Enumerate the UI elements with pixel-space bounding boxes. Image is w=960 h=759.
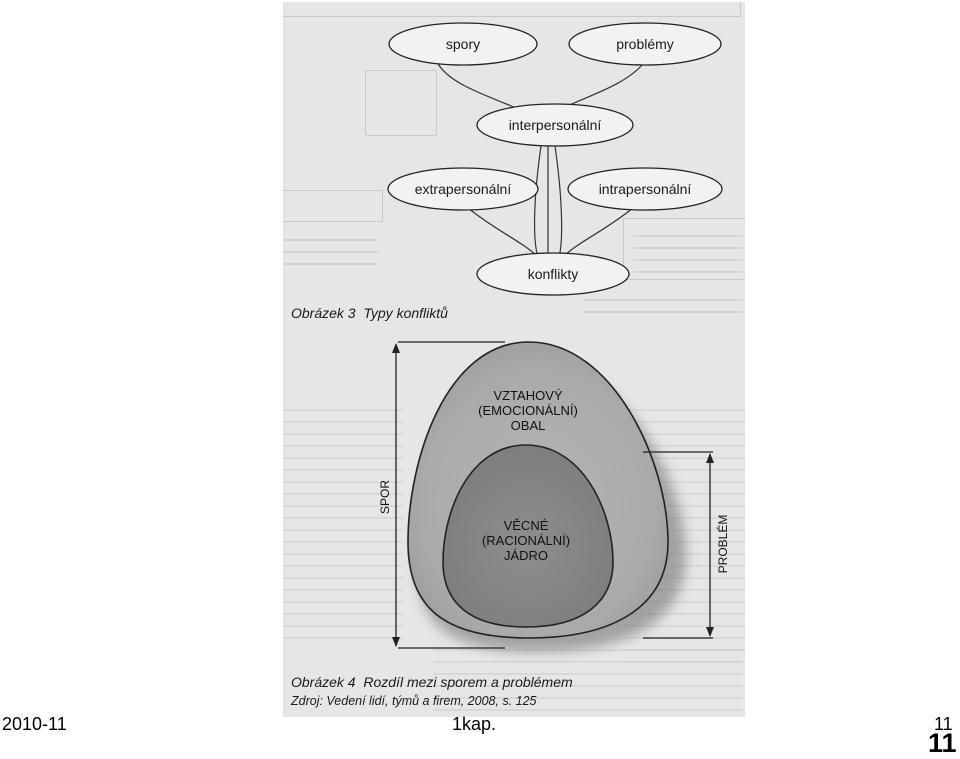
connector-intra — [562, 207, 634, 258]
figure4-egg: VZTAHOVÝ (EMOCIONÁLNÍ) OBAL VĚCNÉ (RACIO… — [407, 341, 686, 652]
ghost-text-4 — [283, 402, 403, 642]
outer-line-1: VZTAHOVÝ — [493, 388, 562, 403]
node-label-konflikty: konflikty — [528, 266, 579, 282]
connector-extra — [467, 207, 539, 258]
problem-dimension — [643, 451, 714, 639]
footer-page-number-small: 11 — [934, 714, 953, 734]
footer-date: 2010-11 — [2, 714, 67, 734]
ghost-text-1 — [283, 232, 378, 266]
scanned-page: spory problémy interpersonální extrapers… — [283, 2, 745, 717]
node-label-spory: spory — [446, 36, 480, 52]
figure3-caption-title: Typy konfliktů — [363, 305, 448, 321]
ghost-text-6 — [433, 642, 743, 712]
egg-inner — [442, 444, 614, 628]
figure4-source-text: Zdroj: Vedení lidí, týmů a firem, 2008, … — [291, 694, 537, 708]
figure3-connectors — [437, 63, 644, 258]
node-extrapersonalni: extrapersonální — [387, 167, 539, 211]
ghost-box-left — [365, 70, 437, 136]
inner-line-1: VĚCNÉ — [504, 518, 549, 533]
footer-page-number-large: 11 — [928, 728, 957, 758]
node-label-extrapersonalni: extrapersonální — [415, 181, 512, 197]
figure4-caption-number: Obrázek 4 — [291, 674, 356, 690]
ghost-box-right — [623, 218, 745, 280]
footer-chapter: 1kap. — [452, 714, 497, 734]
ghost-text-3 — [583, 292, 743, 316]
node-spory: spory — [388, 22, 538, 66]
spor-dimension — [392, 341, 505, 649]
node-intrapersonalni: intrapersonální — [567, 167, 723, 211]
outer-line-3: OBAL — [511, 418, 546, 433]
outer-line-2: (EMOCIONÁLNÍ) — [478, 403, 578, 418]
node-label-interpersonalni: interpersonální — [509, 117, 602, 133]
figure-diagrams: spory problémy interpersonální extrapers… — [378, 22, 730, 652]
node-label-intrapersonalni: intrapersonální — [599, 181, 692, 197]
node-label-problemy: problémy — [616, 36, 674, 52]
figure3-caption: Obrázek 3 Typy konfliktů — [291, 305, 448, 321]
node-konflikty: konflikty — [476, 252, 630, 296]
node-problemy: problémy — [568, 22, 722, 66]
connector-inter-left — [533, 145, 542, 258]
ghost-text-2 — [633, 228, 743, 274]
figure3-caption-number: Obrázek 3 — [291, 305, 356, 321]
spor-label: SPOR — [378, 480, 392, 514]
ghost-box-mid — [283, 190, 383, 222]
inner-line-3: JÁDRO — [504, 548, 548, 563]
inner-line-2: (RACIONÁLNÍ) — [482, 533, 570, 548]
connector-inter-right — [554, 145, 563, 258]
connector-spory — [437, 63, 526, 113]
figure4-caption-title: Rozdíl mezi sporem a problémem — [363, 674, 573, 690]
ghost-box-top — [283, 2, 741, 17]
problem-label: PROBLÉM — [715, 515, 730, 574]
figure4-caption: Obrázek 4 Rozdíl mezi sporem a problémem — [291, 674, 573, 690]
figure4-source: Zdroj: Vedení lidí, týmů a firem, 2008, … — [291, 694, 537, 708]
node-interpersonalni: interpersonální — [476, 103, 634, 147]
